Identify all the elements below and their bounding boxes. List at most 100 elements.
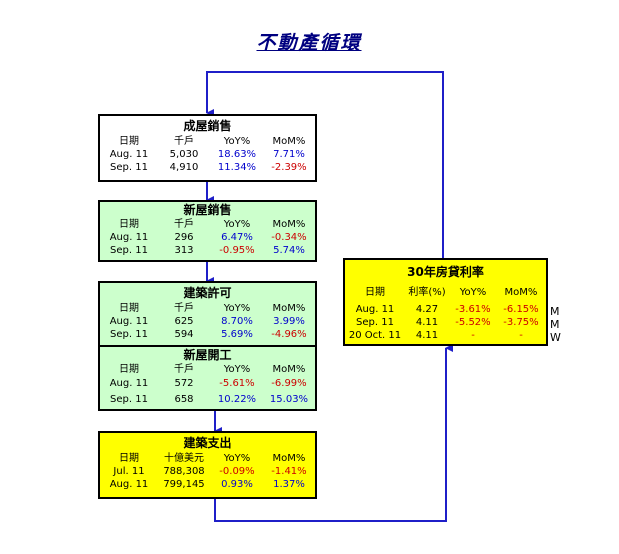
frequency-label: W	[550, 331, 561, 344]
row-value: 799,145	[163, 478, 205, 490]
row-date: Sep. 11	[110, 161, 148, 173]
row-date: Sep. 11	[356, 316, 394, 328]
header-yoy: YoY%	[223, 452, 251, 464]
row-mom: 7.71%	[273, 148, 305, 160]
table-row: Aug. 11 4.27 -3.61% -6.15%	[345, 303, 546, 316]
spending-title: 建築支出	[183, 436, 232, 450]
table-row: Sep. 11 594 5.69% -4.96%	[100, 328, 315, 341]
row-mom: -6.99%	[271, 378, 307, 389]
frequency-label: M	[550, 318, 560, 331]
row-mom: -1.41%	[271, 465, 307, 477]
table-row: Jul. 11 788,308 -0.09% -1.41%	[100, 465, 315, 478]
row-mom: 15.03%	[269, 394, 309, 405]
row-mom: -4.96%	[271, 328, 307, 340]
row-value: 658	[174, 394, 194, 405]
row-value: 625	[174, 315, 194, 327]
header-yoy: YoY%	[223, 302, 251, 314]
table-header: 日期 千戶 YoY% MoM%	[100, 218, 315, 231]
row-date: Aug. 11	[355, 303, 395, 315]
row-date: Aug. 11	[109, 378, 149, 389]
row-value: 4,910	[169, 161, 199, 173]
row-yoy: -5.52%	[455, 316, 491, 328]
header-value: 千戶	[174, 363, 194, 375]
row-mom: -3.75%	[503, 316, 539, 328]
row-yoy: 0.93%	[221, 478, 253, 490]
row-value: 4.11	[415, 329, 439, 341]
header-mom: MoM%	[272, 302, 306, 314]
row-mom: -0.34%	[271, 231, 307, 243]
table-row: 20 Oct. 11 4.11 - -	[345, 329, 546, 342]
existing-sales-title: 成屋銷售	[183, 119, 232, 133]
arrow-spending-to-mortgage	[214, 344, 453, 522]
new-sales-box: 新屋銷售 日期 千戶 YoY% MoM% Aug. 11 296 6.47% -…	[98, 200, 317, 262]
header-yoy: YoY%	[459, 286, 487, 298]
row-value: 4.11	[415, 316, 439, 328]
header-date: 日期	[119, 218, 139, 230]
table-row: Sep. 11 4,910 11.34% -2.39%	[100, 161, 315, 174]
table-header: 日期 千戶 YoY% MoM%	[100, 302, 315, 315]
row-yoy: 6.47%	[221, 231, 253, 243]
table-row: Aug. 11 625 8.70% 3.99%	[100, 315, 315, 328]
header-date: 日期	[119, 302, 139, 314]
header-mom: MoM%	[272, 218, 306, 230]
row-value: 313	[174, 244, 194, 256]
row-date: Aug. 11	[109, 148, 149, 160]
table-row: Aug. 11 5,030 18.63% 7.71%	[100, 148, 315, 161]
header-mom: MoM%	[272, 452, 306, 464]
row-value: 572	[174, 378, 194, 389]
permits-box: 建築許可 日期 千戶 YoY% MoM% Aug. 11 625 8.70% 3…	[98, 281, 317, 347]
permits-title: 建築許可	[183, 286, 232, 300]
row-yoy: 18.63%	[217, 148, 257, 160]
row-date: Aug. 11	[109, 478, 149, 490]
row-date: Aug. 11	[109, 315, 149, 327]
header-date: 日期	[119, 452, 139, 464]
row-yoy: -5.61%	[219, 378, 255, 389]
arrow-mortgage-to-existing	[206, 71, 444, 258]
row-mom: -	[519, 329, 523, 341]
table-row: Aug. 11 799,145 0.93% 1.37%	[100, 478, 315, 491]
row-date: Jul. 11	[113, 465, 145, 477]
header-value: 利率(%)	[408, 286, 446, 298]
table-header: 日期 千戶 YoY% MoM%	[100, 135, 315, 148]
row-yoy: -0.95%	[219, 244, 255, 256]
row-yoy: -0.09%	[219, 465, 255, 477]
mortgage-box: 30年房貸利率 日期 利率(%) YoY% MoM% Aug. 11 4.27 …	[343, 258, 548, 346]
header-mom: MoM%	[272, 363, 306, 375]
row-value: 5,030	[169, 148, 199, 160]
header-date: 日期	[119, 363, 139, 375]
page-title: 不動產循環	[256, 32, 362, 54]
mortgage-title: 30年房貸利率	[407, 265, 484, 279]
row-value: 4.27	[415, 303, 439, 315]
row-value: 788,308	[163, 465, 205, 477]
starts-box: 新屋開工 日期 千戶 YoY% MoM% Aug. 11 572 -5.61% …	[98, 345, 317, 411]
table-row: Aug. 11 296 6.47% -0.34%	[100, 231, 315, 244]
header-yoy: YoY%	[223, 218, 251, 230]
row-value: 296	[174, 231, 194, 243]
header-date: 日期	[365, 286, 385, 298]
table-row: Sep. 11 4.11 -5.52% -3.75%	[345, 316, 546, 329]
row-yoy: 10.22%	[217, 394, 257, 405]
row-yoy: 11.34%	[217, 161, 257, 173]
row-yoy: -	[471, 329, 475, 341]
row-date: Aug. 11	[109, 231, 149, 243]
row-mom: 1.37%	[273, 478, 305, 490]
header-value: 千戶	[174, 302, 194, 314]
table-header: 日期 十億美元 YoY% MoM%	[100, 452, 315, 465]
header-value: 千戶	[174, 135, 194, 147]
frequency-label: M	[550, 305, 560, 318]
spending-box: 建築支出 日期 十億美元 YoY% MoM% Jul. 11 788,308 -…	[98, 431, 317, 499]
header-yoy: YoY%	[223, 363, 251, 375]
header-value: 千戶	[174, 218, 194, 230]
starts-title: 新屋開工	[183, 348, 232, 362]
row-mom: 5.74%	[273, 244, 305, 256]
new-sales-title: 新屋銷售	[183, 203, 232, 217]
row-mom: -6.15%	[503, 303, 539, 315]
header-value: 十億美元	[164, 452, 204, 464]
header-mom: MoM%	[504, 286, 538, 298]
row-yoy: 5.69%	[221, 328, 253, 340]
row-date: Sep. 11	[110, 244, 148, 256]
row-date: Sep. 11	[110, 394, 148, 405]
table-header: 日期 千戶 YoY% MoM%	[100, 363, 315, 376]
table-header: 日期 利率(%) YoY% MoM%	[345, 286, 546, 299]
